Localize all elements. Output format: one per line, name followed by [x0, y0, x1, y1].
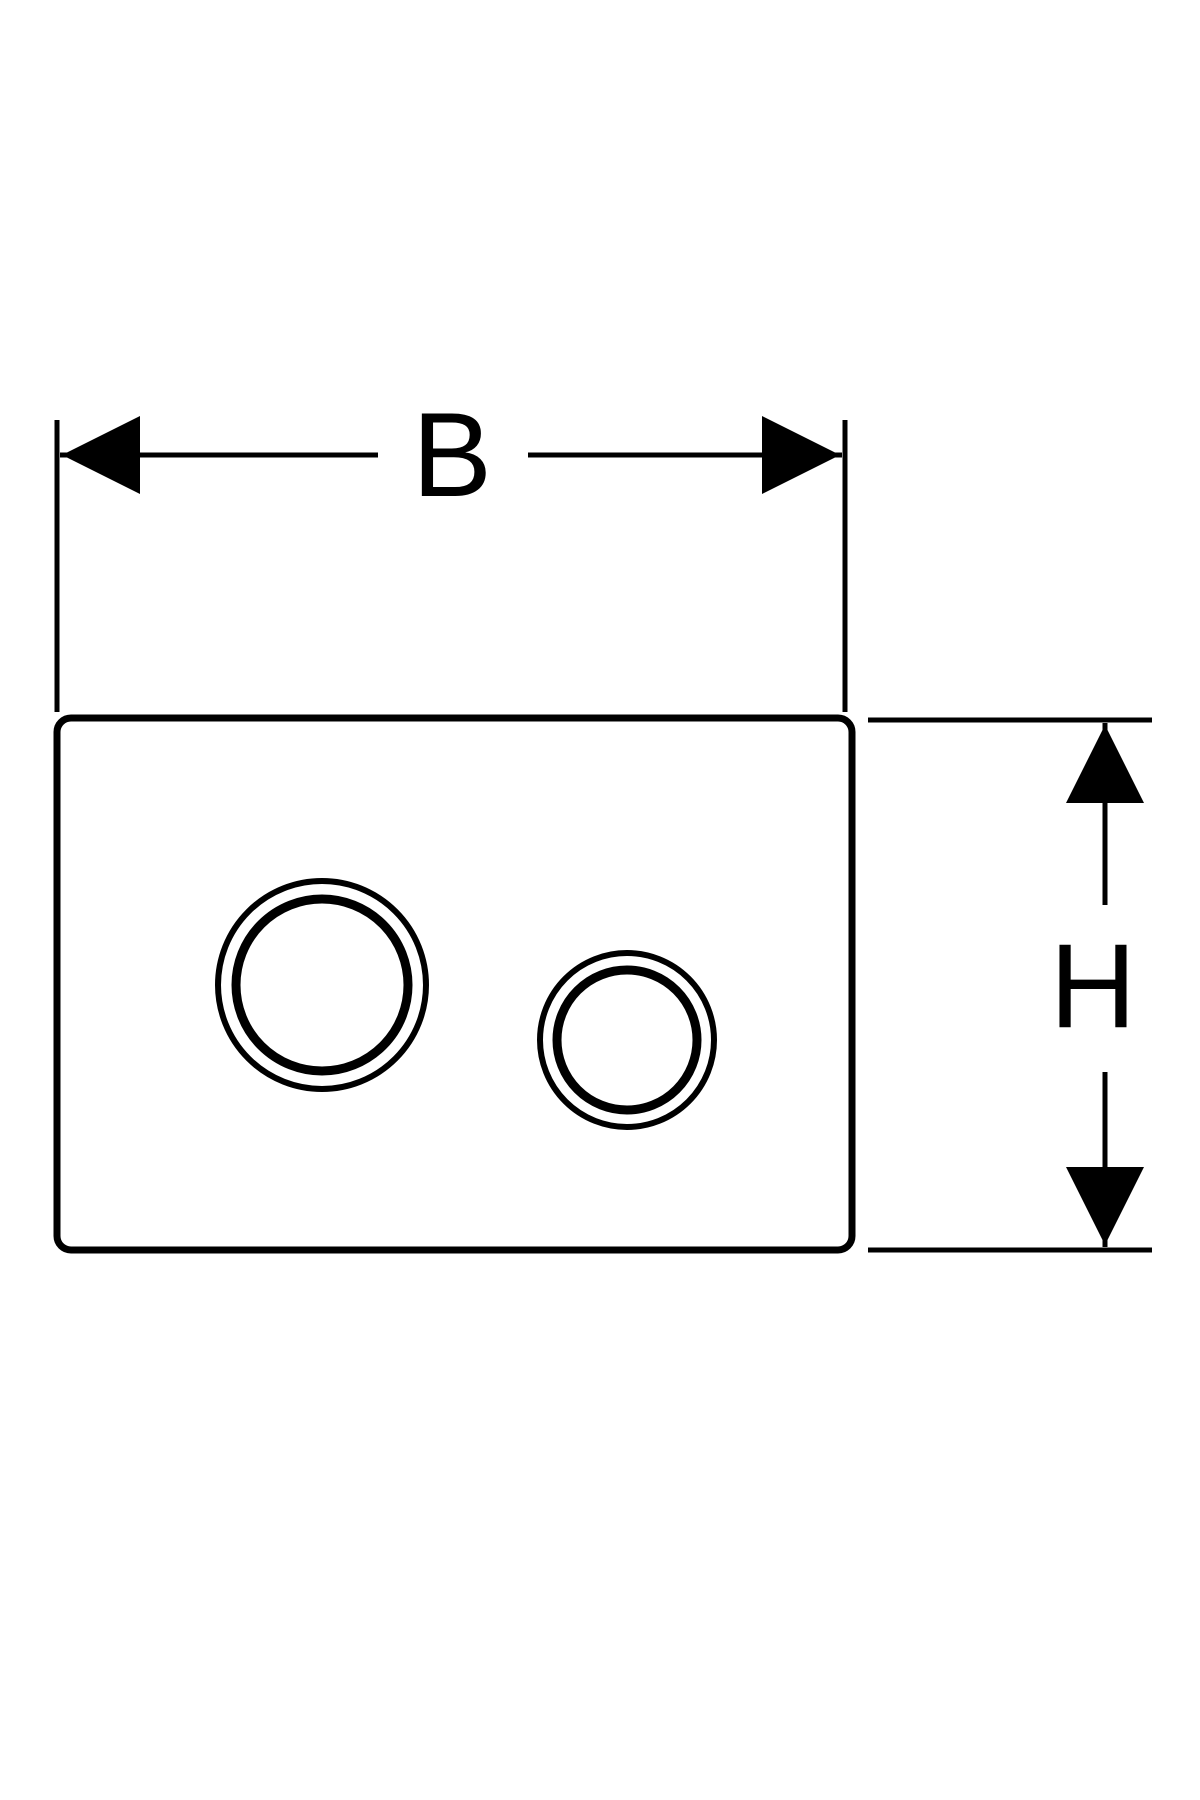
- right-arrowhead-icon: [762, 416, 840, 494]
- small-flush-button-inner-ring: [552, 965, 702, 1115]
- flush-plate-group: [53, 714, 856, 1254]
- large-flush-button-inner-ring: [231, 894, 413, 1076]
- height-dimension-group: H: [868, 717, 1152, 1253]
- height-dimension-label: H: [1050, 919, 1137, 1053]
- left-arrowhead-icon: [62, 416, 140, 494]
- down-arrowhead-icon: [1066, 1167, 1144, 1245]
- plate-outline: [53, 714, 856, 1254]
- up-arrowhead-icon: [1066, 725, 1144, 803]
- width-dimension-label: B: [412, 388, 492, 522]
- width-dimension-group: B: [54, 388, 848, 712]
